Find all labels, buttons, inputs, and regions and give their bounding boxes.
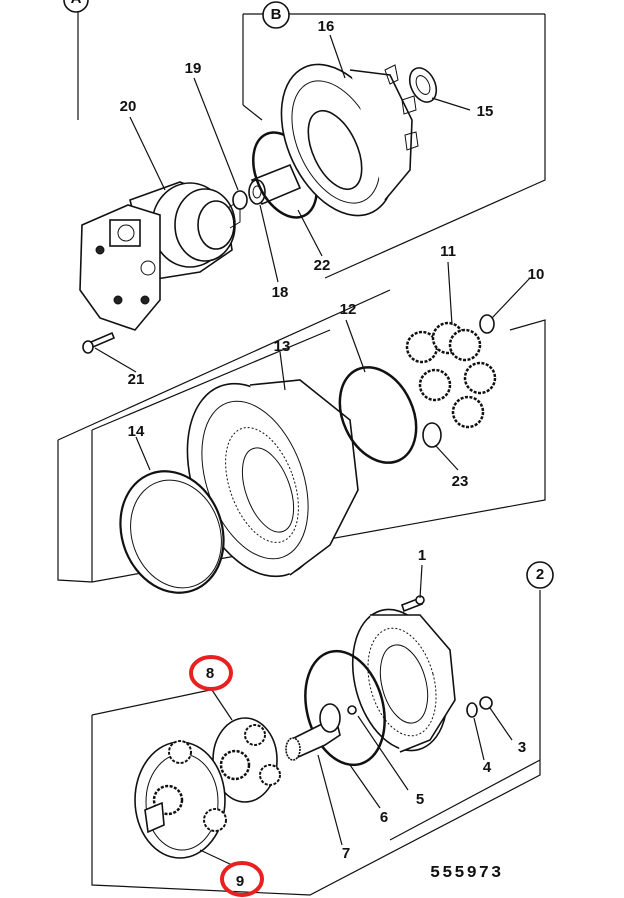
- assembly-label-b-text: B: [271, 6, 282, 23]
- part-16-flange-hub: [280, 63, 419, 217]
- callout-10: 10: [528, 266, 545, 283]
- part-9-planet-carrier: [134, 740, 227, 859]
- callout-21: 21: [128, 371, 145, 388]
- callout-6: 6: [380, 809, 388, 826]
- callouts: 16 15 20 19 18 22 21 11 10 12 13 14 23 1…: [120, 18, 545, 862]
- callout-14: 14: [128, 423, 145, 440]
- assembly-label-b: B: [262, 1, 290, 29]
- group-frames: [57, 5, 546, 896]
- assembly-label-2: 2: [526, 561, 554, 589]
- callout-4: 4: [483, 759, 492, 776]
- callout-22: 22: [314, 257, 331, 274]
- callout-8: 8: [206, 665, 214, 682]
- frame-group-2: [91, 590, 541, 896]
- callout-11: 11: [440, 243, 456, 260]
- part-10-washer: [479, 314, 495, 334]
- part-1-bolt: [401, 595, 425, 613]
- callout-12: 12: [340, 301, 357, 318]
- part-8-gear-carrier: [212, 717, 281, 803]
- part-11-planet-gears: [405, 321, 497, 429]
- assembly-label-2-text: 2: [536, 566, 544, 583]
- part-23-washer: [422, 422, 442, 448]
- part-7-sun-shaft: [285, 703, 341, 761]
- callout-8-highlight: 8: [189, 655, 233, 691]
- part-18-shaft: [248, 163, 302, 206]
- callout-13: 13: [274, 338, 291, 355]
- callout-1: 1: [418, 547, 426, 564]
- callout-19: 19: [185, 60, 202, 77]
- callout-5: 5: [416, 791, 424, 808]
- part-5-pin: [347, 705, 357, 715]
- callout-9: 9: [236, 873, 244, 890]
- part-6-o-ring: [304, 649, 386, 767]
- callout-18: 18: [272, 284, 289, 301]
- callout-23: 23: [452, 473, 469, 490]
- callout-15: 15: [477, 103, 494, 120]
- part-ring-gear-housing: [351, 608, 456, 753]
- part-4-washer: [466, 702, 478, 718]
- part-20-hydraulic-motor: [79, 181, 241, 331]
- part-19-ring: [232, 190, 248, 210]
- assembly-label-a: A: [63, 0, 89, 13]
- highlight-ring-8: [189, 655, 233, 691]
- part-15-washer: [408, 67, 438, 103]
- callout-9-highlight: 9: [220, 861, 264, 897]
- callout-3: 3: [518, 739, 526, 756]
- part-12-ring: [338, 366, 418, 464]
- part-14-seal: [119, 470, 225, 594]
- leader-lines: [94, 34, 531, 866]
- part-21-bolt: [82, 331, 116, 354]
- frame-group-b: [242, 13, 546, 279]
- drawing-number: 555973: [430, 864, 503, 883]
- callout-7: 7: [342, 845, 350, 862]
- highlight-ring-9: [220, 861, 264, 897]
- callout-16: 16: [318, 18, 335, 35]
- frame-group-middle-inner: [91, 329, 331, 582]
- callout-20: 20: [120, 98, 137, 115]
- part-3-nut: [479, 696, 493, 710]
- assembly-label-a-text: A: [71, 0, 82, 7]
